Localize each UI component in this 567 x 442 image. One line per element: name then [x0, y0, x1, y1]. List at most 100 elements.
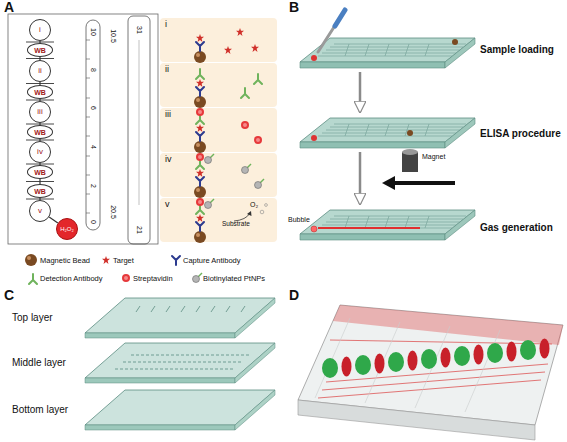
bead-dot — [407, 130, 413, 136]
panel-label: v — [165, 200, 170, 210]
wash-chamber: WB — [27, 85, 53, 99]
wash-chamber: WB — [27, 125, 53, 139]
chip-step1 — [300, 38, 475, 68]
green-chamber — [421, 349, 437, 369]
chip-photo-top — [298, 305, 563, 425]
legend-text: Streptavidin — [133, 274, 173, 283]
chamber-circle: iv — [29, 141, 51, 163]
connector — [39, 198, 40, 200]
panel-letter: A — [4, 0, 14, 15]
chip-photo-channels — [318, 340, 552, 398]
connector — [39, 99, 40, 101]
ruler-ticks — [86, 40, 90, 213]
scale-number: 31 — [135, 26, 143, 34]
red-chamber — [342, 357, 352, 377]
top-layer-plate — [85, 298, 275, 338]
step-title: Gas generation — [480, 222, 553, 233]
sample-dot — [311, 135, 317, 141]
scale-number: 10.5 — [109, 29, 117, 43]
motion-arrow — [394, 181, 455, 185]
node-label: WB — [34, 47, 46, 54]
bubble — [311, 226, 317, 232]
reagent-circle: H₂O₂ — [56, 218, 78, 240]
panel-label: i — [165, 20, 167, 30]
scale-number: 2 — [89, 184, 97, 188]
chamber-circle: i — [29, 19, 51, 41]
legend-text: Target — [113, 256, 134, 265]
red-chamber — [474, 345, 484, 365]
step-panel: vSubstrateO₂ — [160, 198, 277, 242]
pipette-tip — [318, 24, 336, 52]
chip-step: Sample loading — [296, 32, 564, 72]
part-label: Middle layer — [12, 357, 66, 368]
scale-number: 20.5 — [109, 205, 117, 219]
middle-layer-plate — [85, 343, 275, 383]
node-label: iv — [37, 148, 43, 156]
chamber-circle: v — [29, 200, 51, 222]
chip-photo-front — [298, 400, 535, 440]
node-label: WB — [34, 89, 46, 96]
legend-text: Biotinylated PtNPs — [203, 274, 265, 283]
connector — [39, 82, 40, 85]
scale-number: 21 — [135, 226, 143, 234]
wash-chamber: WB — [27, 165, 53, 179]
chamber-circle: iii — [29, 101, 51, 123]
step-panel: ii — [160, 63, 277, 107]
node-label: ii — [38, 67, 42, 75]
part-label: Magnet — [422, 153, 445, 161]
chamber-bars — [26, 42, 54, 199]
chip-photo-grid — [315, 318, 500, 412]
wash-chamber: WB — [27, 43, 53, 57]
ruler-center-line — [139, 40, 140, 205]
connector — [39, 179, 40, 184]
chip-step2 — [300, 118, 475, 148]
connector — [359, 152, 362, 204]
legend-detection-icon — [29, 274, 37, 284]
bottom-layer-plate — [85, 390, 275, 430]
panel-letter: C — [4, 288, 14, 303]
green-chamber — [322, 358, 338, 378]
step-title: ELISA procedure — [480, 128, 561, 139]
panel-label: ii — [165, 65, 169, 75]
panel-label: iii — [165, 110, 171, 120]
ruler-channel — [86, 20, 100, 230]
ruler-channel — [128, 16, 150, 244]
chip-frame — [8, 14, 158, 244]
green-chamber — [520, 340, 536, 360]
node-label: i — [39, 26, 41, 34]
part-label: Top layer — [12, 312, 53, 323]
panel-letter: D — [289, 288, 299, 303]
green-chamber — [388, 352, 404, 372]
red-chamber — [540, 339, 550, 359]
node-label: H₂O₂ — [60, 226, 74, 232]
red-chamber — [441, 348, 451, 368]
legend-text: Magnetic Bead — [40, 256, 90, 265]
connector — [39, 163, 40, 165]
legend-target-icon — [102, 256, 110, 264]
top-layer-slits — [136, 306, 245, 312]
chip-step: ELISA procedure — [296, 112, 564, 152]
legend-text: Capture Antibody — [183, 256, 241, 265]
chip-step3 — [300, 210, 475, 240]
bubble-track — [318, 227, 420, 229]
node-label: v — [38, 207, 42, 215]
scale-number: 10 — [89, 28, 97, 36]
scale-number: 0 — [89, 220, 97, 224]
connector — [359, 72, 362, 112]
legend-capture-icon — [172, 256, 180, 265]
scale-number: 8 — [89, 68, 97, 72]
chip-photo-red-band — [333, 305, 563, 345]
pipette-body — [335, 10, 345, 26]
part-label: Bottom layer — [12, 404, 68, 415]
part-label: Bubble — [288, 216, 310, 224]
step-panel: iv — [160, 153, 277, 197]
legend-ptnp-icon — [193, 273, 203, 283]
node-label: WB — [34, 169, 46, 176]
middle-layer-wells — [115, 355, 251, 369]
bead-dot — [452, 39, 458, 45]
magnet-top — [402, 149, 418, 155]
chip-step: Gas generation — [296, 204, 564, 244]
chamber-circle: ii — [29, 60, 51, 82]
